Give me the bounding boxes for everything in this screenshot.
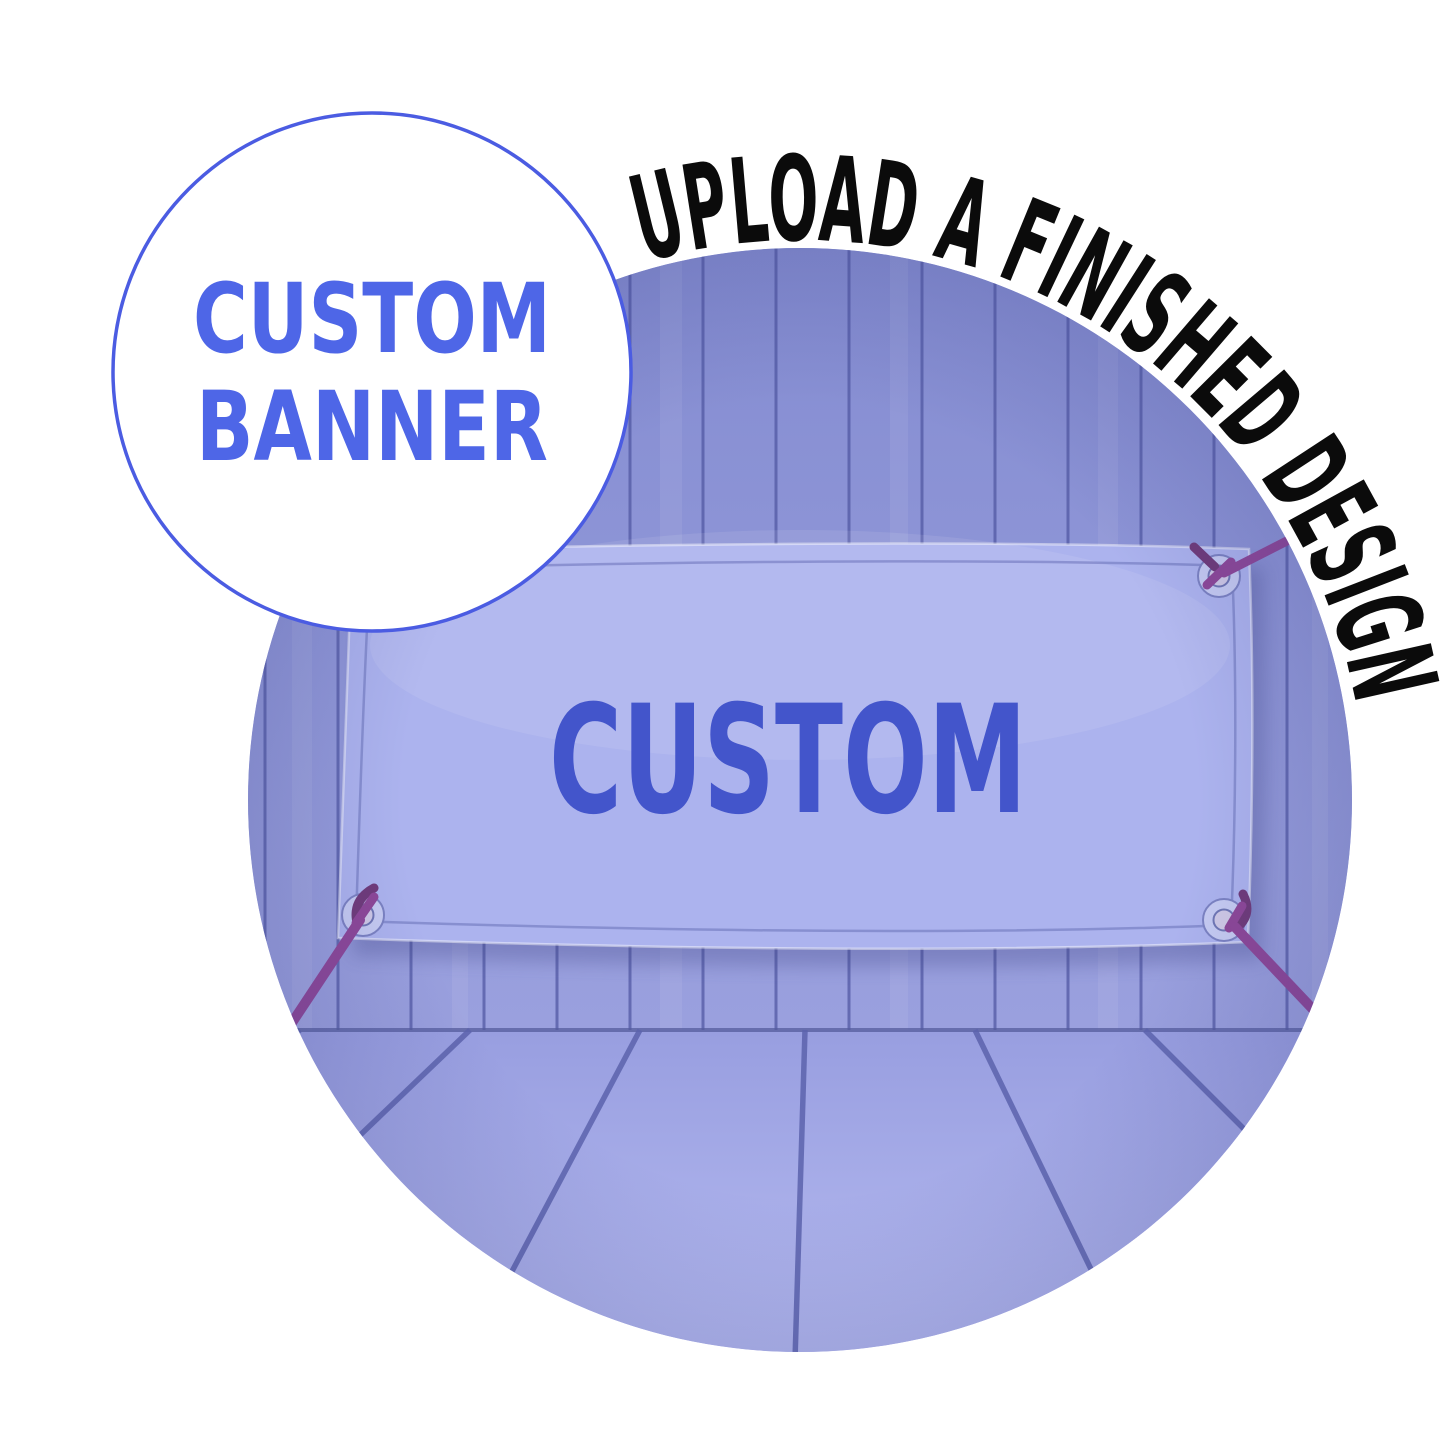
floor-seam (1313, 1027, 1352, 1352)
floor-seam (248, 1027, 302, 1352)
badge: CUSTOM BANNER (111, 111, 633, 633)
badge-circle (111, 111, 633, 633)
badge-title-line1: CUSTOM (193, 263, 551, 375)
badge-title-line2: BANNER (196, 371, 548, 483)
